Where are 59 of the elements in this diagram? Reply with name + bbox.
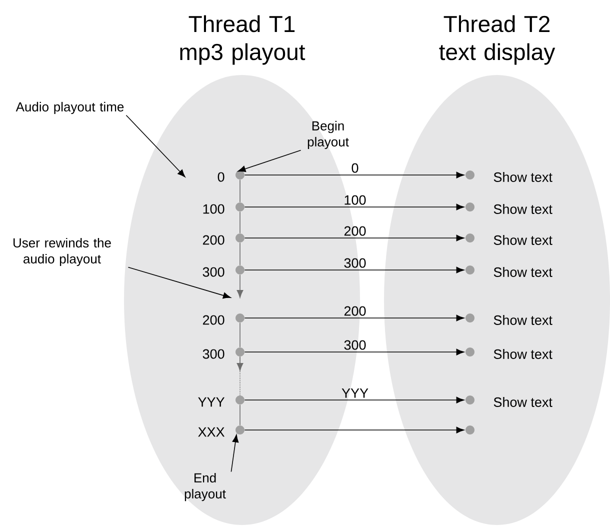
timeline-dot — [466, 426, 474, 434]
timeline-dot — [466, 234, 474, 242]
timeline-dot — [236, 266, 244, 274]
leader-arrow — [126, 114, 186, 178]
action-text: Show text — [494, 235, 552, 245]
edge-label: 100 — [344, 195, 366, 205]
leader-arrow — [128, 266, 231, 299]
timeline-dot — [466, 314, 474, 322]
edge-label: 200 — [344, 226, 366, 236]
message-arrow — [244, 204, 464, 210]
action-text: Show text — [494, 267, 552, 277]
edge-label: YYY — [342, 388, 368, 398]
action-text: Show text — [494, 315, 552, 325]
message-arrow — [244, 314, 464, 322]
leader-arrow — [238, 150, 302, 172]
action-text: Show text — [494, 204, 552, 214]
timeline-dot — [236, 348, 244, 356]
message-arrow — [244, 426, 464, 434]
message-arrow — [244, 234, 464, 242]
timeline-dot — [466, 396, 474, 404]
action-text: Show text — [494, 349, 552, 359]
timeline-dot — [466, 266, 474, 274]
edge-label: 0 — [352, 163, 358, 173]
thread-ellipse — [384, 75, 610, 525]
timeline-dot — [236, 426, 244, 434]
timeline-dot — [236, 170, 244, 180]
edge-label: 200 — [344, 306, 366, 316]
timeline-dot — [236, 314, 244, 322]
timeline-segment — [236, 274, 244, 298]
message-arrow — [244, 348, 464, 356]
message-arrow — [244, 172, 464, 178]
time-value: 100 — [203, 204, 224, 214]
action-text: Show text — [494, 172, 552, 182]
time-value: 200 — [202, 315, 224, 325]
annotation-text: Audio playout time — [16, 102, 124, 114]
time-value: 0 — [218, 172, 224, 182]
time-value: 200 — [202, 235, 224, 245]
leader-arrow — [230, 434, 239, 472]
annotation-text: Begin playout — [308, 120, 349, 150]
edge-label: 300 — [344, 258, 366, 268]
time-value: XXX — [198, 427, 225, 437]
action-text: Show text — [494, 397, 552, 407]
thread-title: Thread T2 text display — [439, 15, 556, 65]
time-value: YYY — [198, 397, 224, 407]
annotation-text: User rewinds the audio playout — [14, 238, 111, 266]
time-value: 300 — [202, 267, 224, 277]
time-value: 300 — [202, 349, 224, 359]
edge-label: 300 — [344, 340, 366, 350]
annotation-text: End playout — [184, 472, 226, 502]
timeline-dot — [466, 348, 474, 356]
timeline-dot — [466, 202, 474, 212]
timeline-segment — [236, 356, 244, 371]
timeline-dot — [466, 170, 474, 180]
thread-title: Thread T1 mp3 playout — [180, 15, 306, 65]
timeline-dot — [236, 234, 244, 242]
message-arrow — [244, 396, 464, 404]
timeline-dot — [236, 396, 244, 404]
timeline-dot — [236, 202, 244, 212]
message-arrow — [244, 266, 464, 274]
